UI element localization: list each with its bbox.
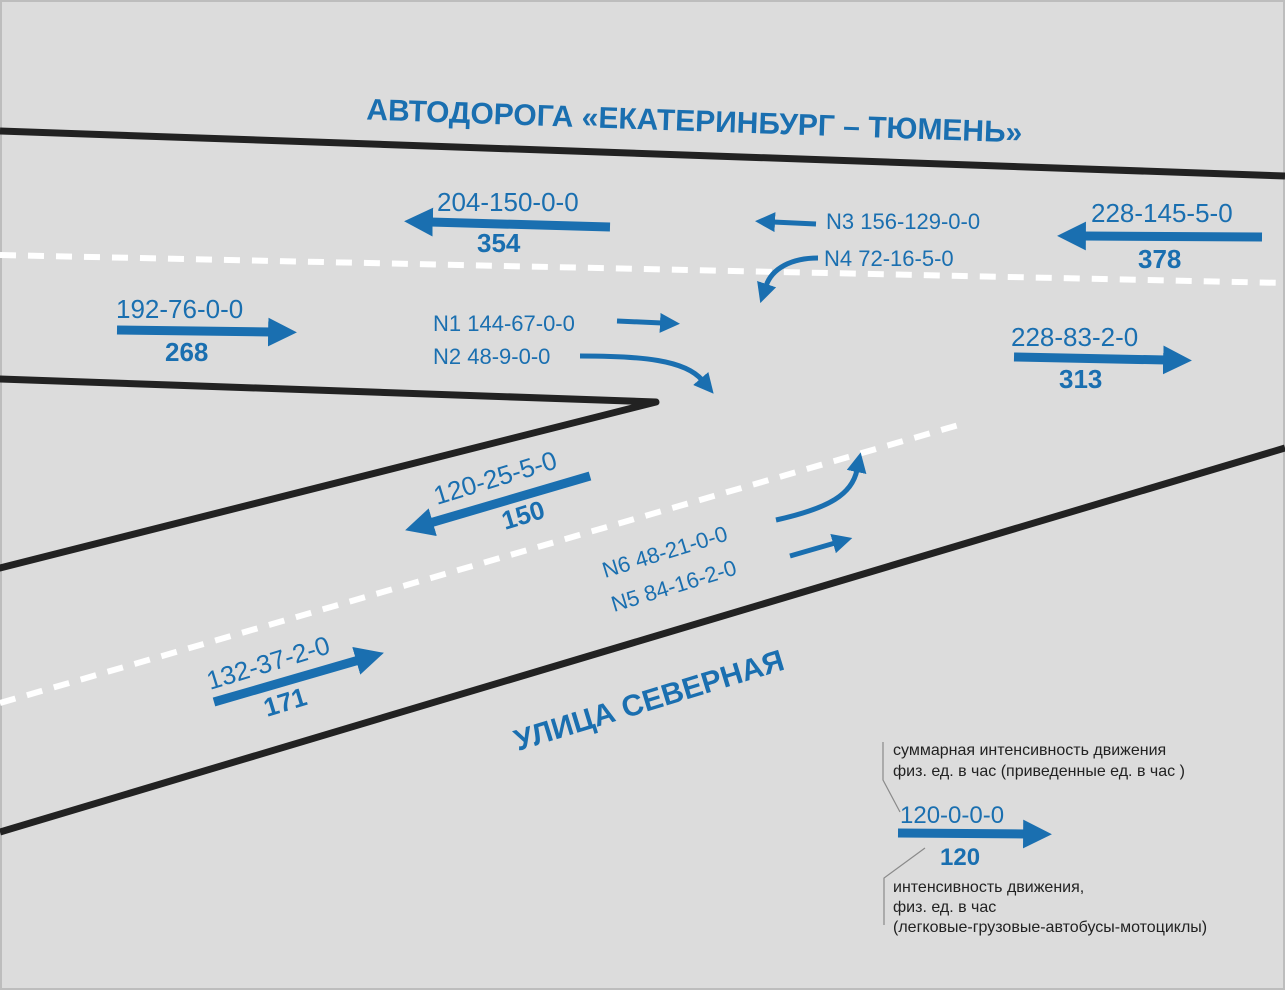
flow-arrow xyxy=(789,533,853,559)
legend-example-arrow xyxy=(897,819,1052,849)
flow-arrow xyxy=(755,212,817,233)
flow-label: N2 48-9-0-0 xyxy=(433,344,550,369)
flow-arrow xyxy=(1057,221,1263,251)
flow-n1: N1 144-67-0-0 xyxy=(433,311,680,336)
flow-counts: 192-76-0-0 xyxy=(116,294,243,324)
legend-example-total: 120 xyxy=(940,844,980,871)
legend-note-total: суммарная интенсивность движения xyxy=(893,742,1166,759)
legend-leader-top xyxy=(882,742,901,813)
highway-lane-divider xyxy=(0,252,1285,286)
flow-arrow xyxy=(616,312,680,333)
flow-total: 354 xyxy=(477,228,521,258)
flow-n2: N2 48-9-0-0 xyxy=(433,344,714,394)
flow-right-out: 228-83-2-0 313 xyxy=(1011,322,1192,394)
legend-example-counts: 120-0-0-0 xyxy=(900,802,1004,829)
legend-note-total-units: физ. ед. в час (приведенные ед. в час ) xyxy=(893,763,1185,780)
flow-total: 378 xyxy=(1138,244,1181,274)
flow-total: 313 xyxy=(1059,364,1102,394)
flow-label: N4 72-16-5-0 xyxy=(824,246,954,271)
flow-arrow xyxy=(404,207,611,237)
flow-arrow xyxy=(1013,345,1192,375)
flow-counts: 228-83-2-0 xyxy=(1011,322,1138,352)
flow-arrow xyxy=(116,317,297,347)
flow-arrow xyxy=(212,646,384,707)
flow-main-east: 228-145-5-0 378 xyxy=(1057,198,1263,274)
flow-counts: 204-150-0-0 xyxy=(437,187,579,217)
flow-arrow xyxy=(579,353,714,394)
street-south-edge xyxy=(0,444,1285,836)
highway-south-edge xyxy=(0,375,660,572)
flow-label: N1 144-67-0-0 xyxy=(433,311,575,336)
flow-arrow xyxy=(775,452,867,523)
flow-n3: N3 156-129-0-0 xyxy=(755,209,980,234)
flow-label: N3 156-129-0-0 xyxy=(826,209,980,234)
legend-note-vehicle-types: (легковые-грузовые-автобусы-мотоциклы) xyxy=(893,919,1207,936)
legend-note-units: физ. ед. в час xyxy=(893,899,996,916)
legend-leader-bottom xyxy=(883,847,926,925)
flow-arrow xyxy=(757,255,819,304)
flow-counts: 228-145-5-0 xyxy=(1091,198,1233,228)
flow-left-in: 192-76-0-0 268 xyxy=(116,294,297,367)
highway-north-edge xyxy=(0,127,1285,180)
legend: суммарная интенсивность движения физ. ед… xyxy=(882,742,1207,936)
flow-n4: N4 72-16-5-0 xyxy=(757,246,954,304)
flow-arrow xyxy=(405,471,592,537)
flow-main-west: 204-150-0-0 354 xyxy=(404,187,611,258)
flow-total: 268 xyxy=(165,337,208,367)
legend-note-intensity: интенсивность движения, xyxy=(893,879,1084,896)
